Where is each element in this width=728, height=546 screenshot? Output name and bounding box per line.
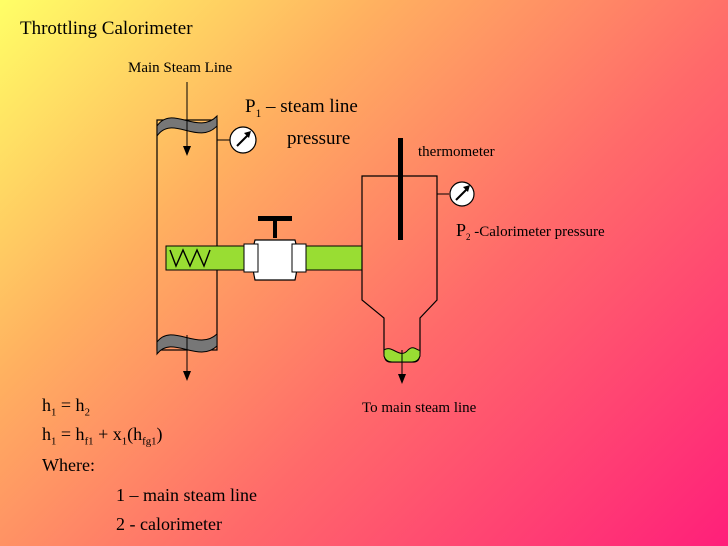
equation-1: h1 = h2 [42,395,90,419]
pressure-gauge-p2 [437,181,475,207]
where-label: Where: [42,455,95,475]
throttling-valve [243,216,307,281]
p1-subscript: 1 [255,107,262,120]
equation-2: h1 = hf1 + x1(hfg1) [42,424,163,448]
eq2-h-sub: 1 [51,435,57,448]
eq2-h: h [42,424,51,444]
eq2-hfg-sub: fg1 [142,435,157,448]
definition-2: 2 - calorimeter [116,514,222,534]
eq2-plus-x: + x [93,424,122,444]
p1-symbol: P [245,96,256,117]
p2-description: -Calorimeter pressure [470,224,605,240]
eq2-hf1-sub: f1 [84,435,94,448]
pressure-gauge-p1 [217,126,257,154]
eq2-x-sub: 1 [121,435,128,448]
definition-1: 1 – main steam line [116,485,257,505]
p2-subscript: 2 [466,232,471,242]
thermometer [398,138,403,240]
eq1-equals: = h [56,395,85,415]
sampling-nozzle-holes [169,248,211,268]
eq1-h2-sub: 2 [84,406,90,419]
flow-arrow-in [183,82,191,156]
p2-label: P2 -Calorimeter pressure [456,220,605,242]
p1-label: P1 – steam line [245,96,358,120]
slide-title: Throttling Calorimeter [20,18,193,39]
p2-symbol: P [456,220,467,240]
eq1-h-sub: 1 [51,406,57,419]
eq1-h: h [42,395,51,415]
p1-description: – steam line [261,96,358,117]
main-steam-line-label: Main Steam Line [128,60,233,76]
exhaust-arrow [398,350,406,384]
eq2-close: ) [156,424,163,444]
p1-label-line2: pressure [287,128,351,149]
eq2-open-h: (h [127,424,143,444]
to-main-steam-line-label: To main steam line [362,400,477,416]
thermometer-label: thermometer [418,144,495,160]
flow-arrow-out [183,335,191,381]
eq2-equals: = h [56,424,85,444]
